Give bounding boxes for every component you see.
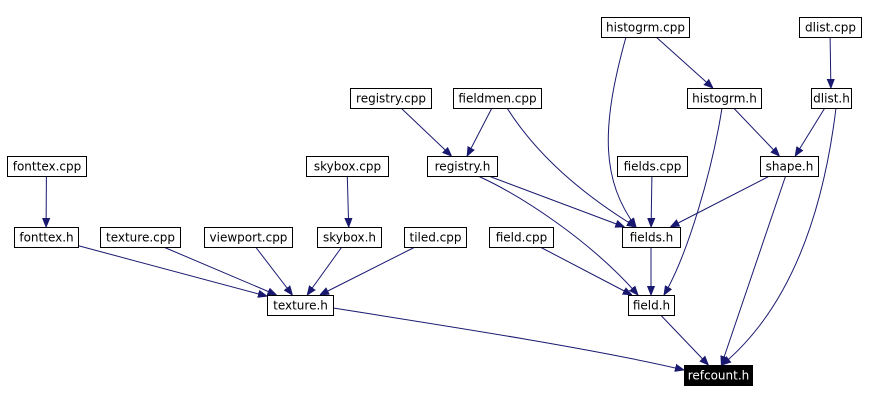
edges-layer xyxy=(46,36,837,370)
node-box xyxy=(14,227,79,248)
node-fields-cpp[interactable]: fields.cpp xyxy=(617,156,688,177)
edge-texture-h-to-refcount-h xyxy=(332,307,684,370)
node-box xyxy=(317,227,382,248)
node-label: skybox.cpp xyxy=(314,160,381,174)
node-shape-h[interactable]: shape.h xyxy=(760,156,819,177)
node-dlist-h[interactable]: dlist.h xyxy=(811,88,852,109)
node-fields-h[interactable]: fields.h xyxy=(622,227,681,248)
node-box xyxy=(684,365,753,386)
edge-texture-cpp-to-texture-h xyxy=(163,246,277,295)
edge-tiled-cpp-to-texture-h xyxy=(320,246,416,295)
node-box xyxy=(811,88,852,109)
node-skybox-cpp[interactable]: skybox.cpp xyxy=(306,156,389,177)
node-box xyxy=(617,156,688,177)
node-skybox-h[interactable]: skybox.h xyxy=(317,227,382,248)
edge-dlist-h-to-shape-h xyxy=(795,107,826,156)
node-box xyxy=(489,227,554,248)
node-histogrm-h[interactable]: histogrm.h xyxy=(687,88,762,109)
node-box xyxy=(306,156,389,177)
node-fonttex-h[interactable]: fonttex.h xyxy=(14,227,79,248)
edge-fields-cpp-to-fields-h xyxy=(651,175,652,227)
node-box xyxy=(687,88,762,109)
node-box xyxy=(427,156,498,177)
node-label: fonttex.cpp xyxy=(13,160,82,174)
node-box xyxy=(100,227,181,248)
node-label: fields.cpp xyxy=(624,160,682,174)
node-fieldmen-cpp[interactable]: fieldmen.cpp xyxy=(453,88,542,109)
node-texture-h[interactable]: texture.h xyxy=(267,295,334,316)
node-label: texture.h xyxy=(273,299,328,313)
node-label: viewport.cpp xyxy=(210,231,288,245)
edge-field-h-to-refcount-h xyxy=(660,314,709,365)
nodes-layer: histogrm.cpp dlist.cpp registry.cpp fieldme… xyxy=(7,17,862,386)
edge-fonttex-h-to-texture-h xyxy=(77,245,267,297)
edge-histogrm-h-to-shape-h xyxy=(733,107,780,156)
node-box xyxy=(760,156,819,177)
node-label: fonttex.h xyxy=(19,231,73,245)
node-box xyxy=(622,227,681,248)
edge-fieldmen-cpp-to-registry-h xyxy=(467,107,493,156)
node-tiled-cpp[interactable]: tiled.cpp xyxy=(404,227,467,248)
edge-viewport-cpp-to-texture-h xyxy=(255,246,293,295)
node-label: skybox.h xyxy=(323,231,376,245)
node-label: tiled.cpp xyxy=(409,231,461,245)
edge-shape-h-to-fields-h xyxy=(670,175,770,227)
node-label: registry.cpp xyxy=(356,92,426,106)
node-box xyxy=(267,295,334,316)
node-texture-cpp[interactable]: texture.cpp xyxy=(100,227,181,248)
edge-histogrm-cpp-to-fields-h xyxy=(607,36,636,227)
node-label: dlist.cpp xyxy=(805,21,856,35)
node-label: fieldmen.cpp xyxy=(458,92,536,106)
edge-skybox-cpp-to-skybox-h xyxy=(347,175,348,227)
node-dlist-cpp[interactable]: dlist.cpp xyxy=(799,17,862,38)
edge-histogrm-h-to-field-h xyxy=(664,107,723,295)
edge-skybox-h-to-texture-h xyxy=(307,246,343,295)
edge-dlist-cpp-to-dlist-h xyxy=(830,36,831,88)
node-field-h[interactable]: field.h xyxy=(628,295,675,316)
node-label: registry.h xyxy=(435,160,491,174)
node-label: field.cpp xyxy=(496,231,548,245)
node-label: histogrm.cpp xyxy=(606,21,685,35)
node-box xyxy=(628,295,675,316)
node-registry-cpp[interactable]: registry.cpp xyxy=(350,88,432,109)
node-box xyxy=(7,156,87,177)
node-fonttex-cpp[interactable]: fonttex.cpp xyxy=(7,156,87,177)
node-box xyxy=(453,88,542,109)
node-field-cpp[interactable]: field.cpp xyxy=(489,227,554,248)
node-label: field.h xyxy=(633,299,670,313)
edge-fieldmen-cpp-to-fields-h xyxy=(506,107,636,227)
edge-registry-h-to-field-h xyxy=(477,175,638,295)
edge-histogrm-cpp-to-histogrm-h xyxy=(655,36,713,88)
node-label: fields.h xyxy=(630,231,674,245)
node-box xyxy=(799,17,862,38)
edge-registry-h-to-fields-h xyxy=(488,175,625,227)
edge-dlist-h-to-refcount-h xyxy=(722,107,837,365)
node-label: shape.h xyxy=(766,160,814,174)
edge-field-cpp-to-field-h xyxy=(539,246,632,295)
node-label: dlist.h xyxy=(813,92,850,106)
node-box xyxy=(350,88,432,109)
node-registry-h[interactable]: registry.h xyxy=(427,156,498,177)
node-box xyxy=(204,227,293,248)
edge-shape-h-to-refcount-h xyxy=(721,175,787,365)
node-label: texture.cpp xyxy=(106,231,175,245)
node-box xyxy=(404,227,467,248)
node-label: refcount.h xyxy=(688,369,750,383)
node-label: histogrm.h xyxy=(692,92,757,106)
node-refcount-h[interactable]: refcount.h xyxy=(684,365,753,386)
node-viewport-cpp[interactable]: viewport.cpp xyxy=(204,227,293,248)
node-box xyxy=(601,17,690,38)
edge-registry-cpp-to-registry-h xyxy=(400,107,452,156)
node-histogrm-cpp[interactable]: histogrm.cpp xyxy=(601,17,690,38)
